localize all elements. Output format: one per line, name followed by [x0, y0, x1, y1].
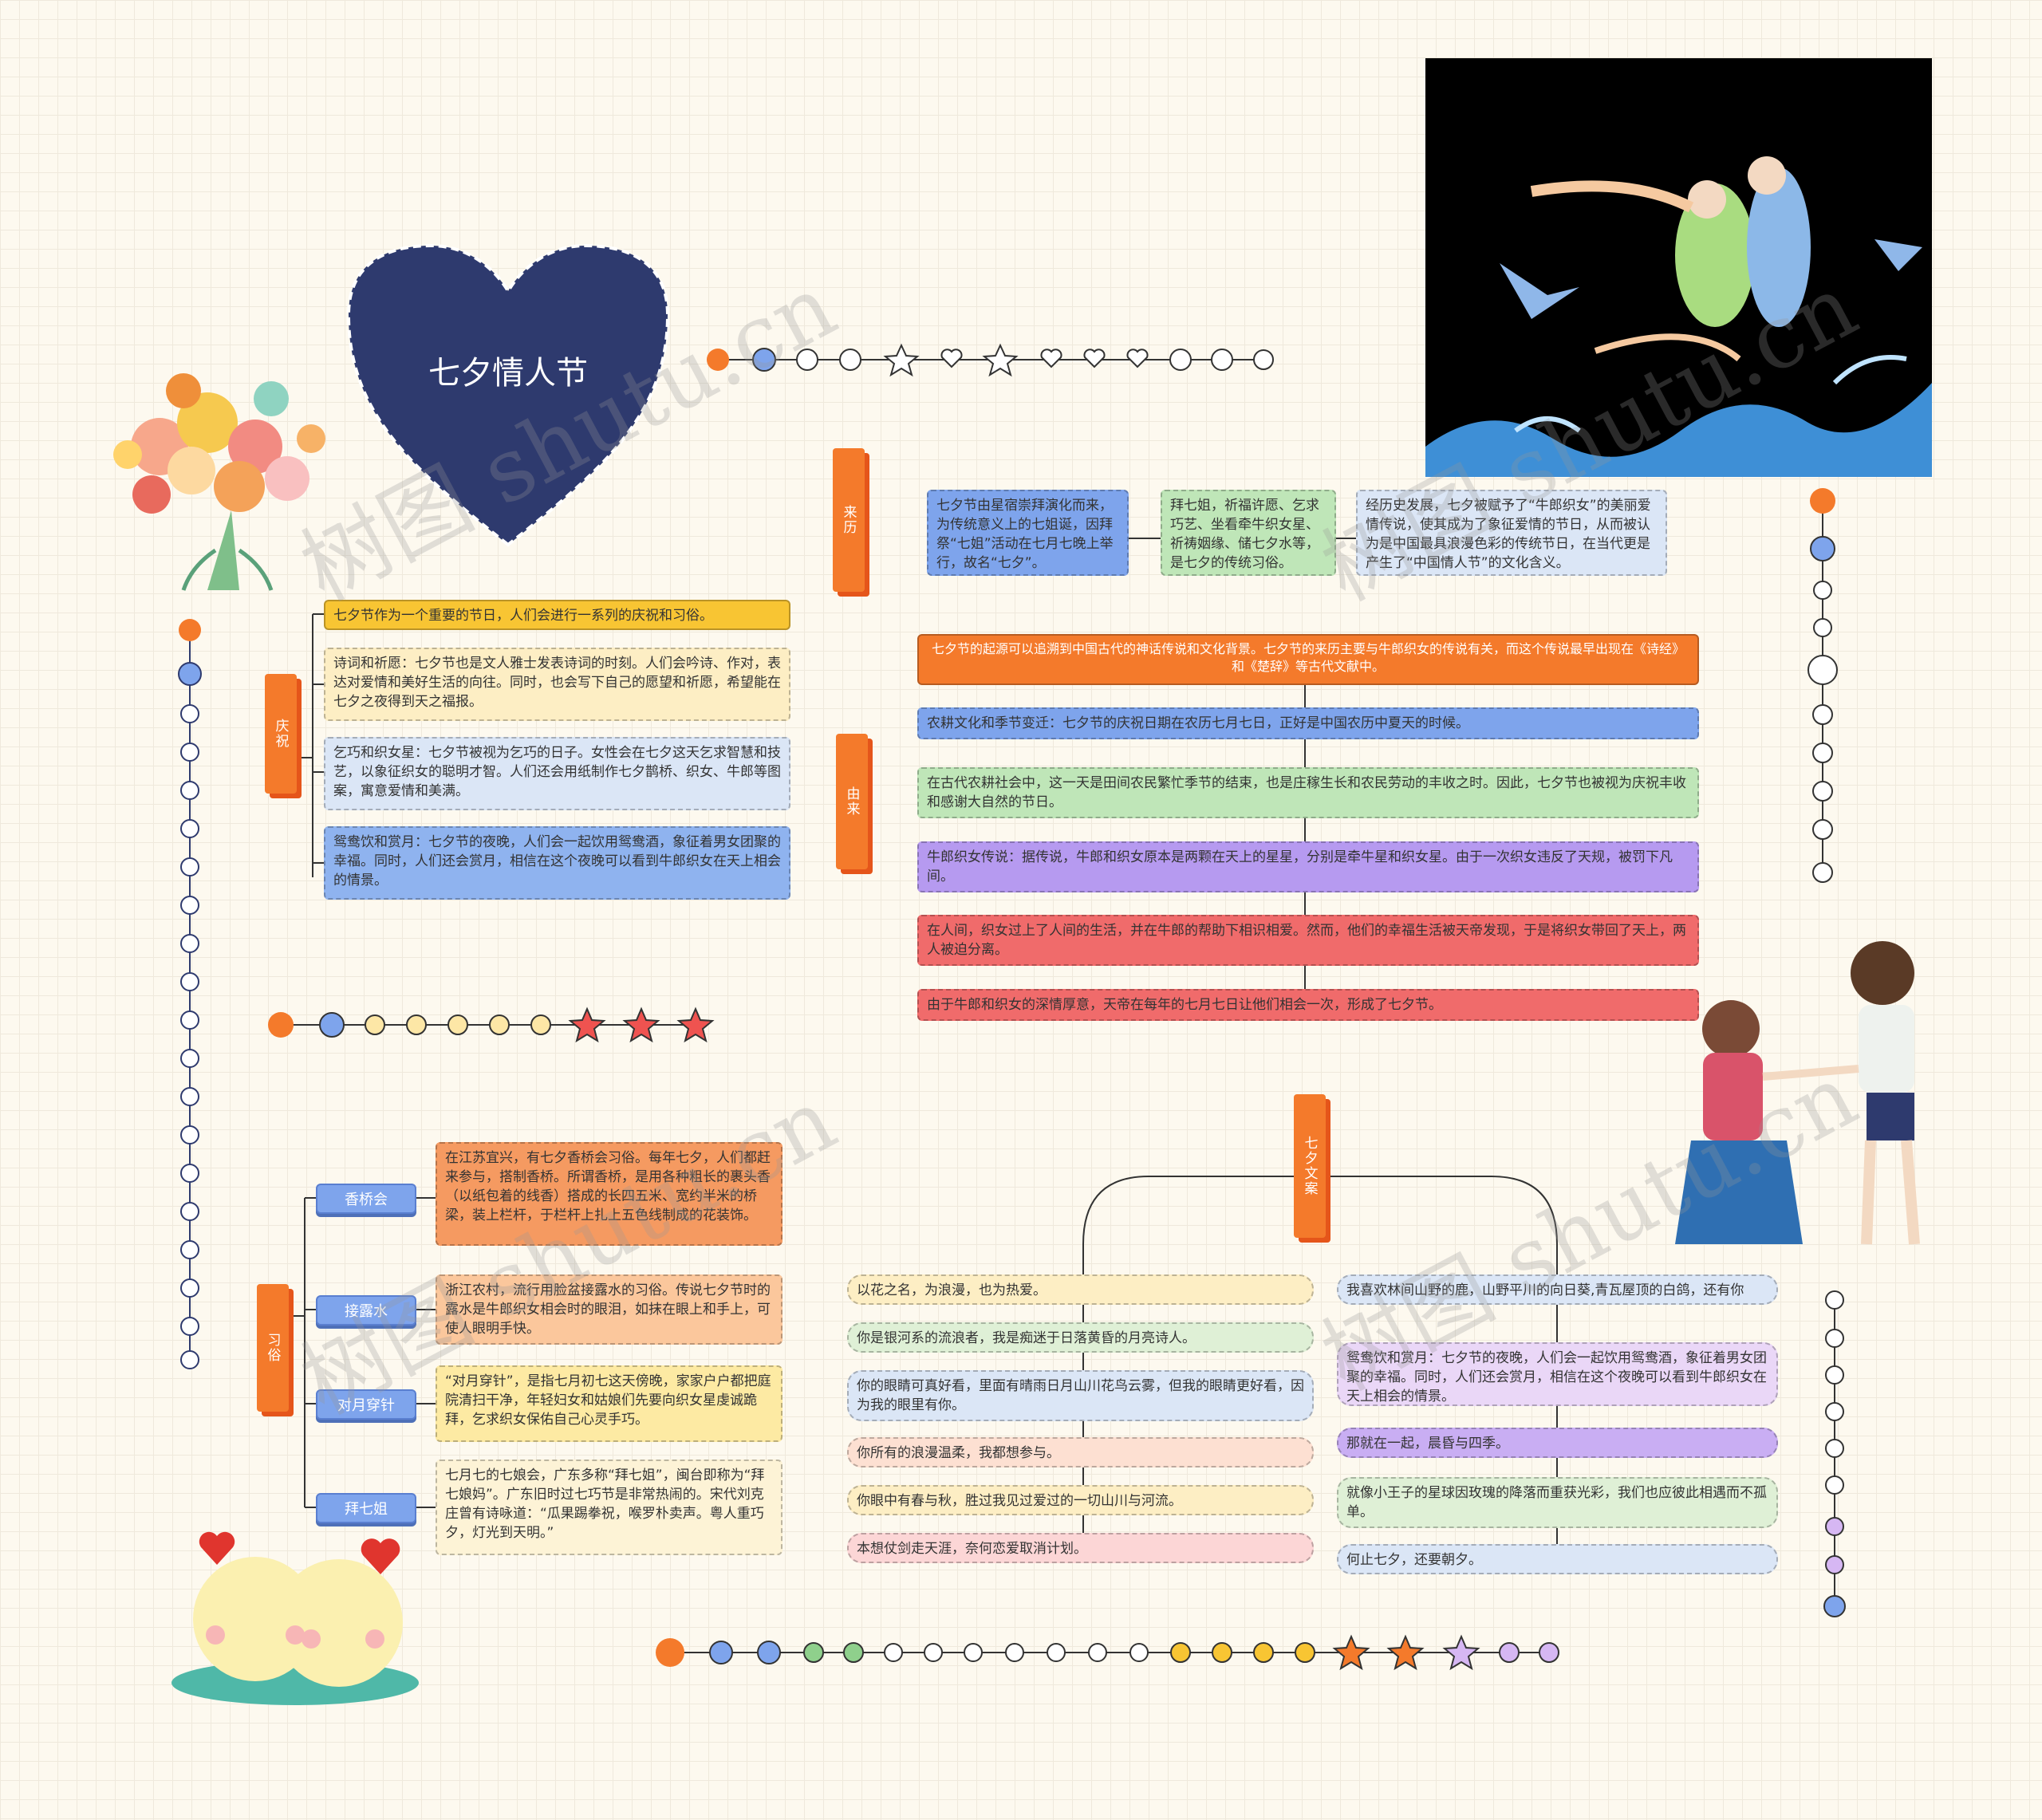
youlai-item-1: 七夕节的起源可以追溯到中国古代的神话传说和文化背景。七夕节的来历主要与牛郎织女的…	[917, 634, 1699, 685]
label-laili: 来历	[833, 448, 865, 592]
label-wenan: 七夕文案	[1294, 1094, 1326, 1238]
wenan-left-5: 你眼中有春与秋，胜过我见过爱过的一切山川与河流。	[847, 1485, 1314, 1515]
chicks-illustration	[171, 1531, 419, 1705]
laili-item-3: 经历史发展，七夕被赋予了“牛郎织女”的美丽爱情传说，使其成为了象征爱情的节日，从…	[1356, 490, 1667, 576]
page-title: 七夕情人节	[428, 355, 588, 392]
heart-shape	[346, 243, 670, 547]
qingzhu-item-2: 诗词和祈愿：七夕节也是文人雅士发表诗词的时刻。人们会吟诗、作对，表达对爱情和美好…	[324, 648, 790, 721]
xisu-name-2: 接露水	[316, 1295, 416, 1326]
wenan-left-2: 你是银河系的流浪者，我是痴迷于日落黄昏的月亮诗人。	[847, 1322, 1314, 1353]
xisu-text-1: 在江苏宜兴，有七夕香桥会习俗。每年七夕，人们都赶来参与，搭制香桥。所谓香桥，是用…	[436, 1142, 783, 1246]
qingzhu-item-1: 七夕节作为一个重要的节日，人们会进行一系列的庆祝和习俗。	[324, 600, 790, 630]
youlai-item-4: 牛郎织女传说：据传说，牛郎和织女原本是两颗在天上的星星，分别是牵牛星和织女星。由…	[917, 841, 1699, 892]
label-qingzhu: 庆祝	[265, 674, 297, 794]
xisu-text-2: 浙江农村，流行用脸盆接露水的习俗。传说七夕节时的露水是牛郎织女相会时的眼泪，如抹…	[436, 1274, 783, 1345]
wenan-right-2: 鸳鸯饮和赏月：七夕节的夜晚，人们会一起饮用鸳鸯酒，象征着男女团聚的幸福。同时，人…	[1337, 1342, 1778, 1406]
xisu-text-3: “对月穿针”，是指七月初七这天傍晚，家家户户都把庭院清扫干净，年轻妇女和姑娘们先…	[436, 1365, 783, 1442]
xisu-name-3: 对月穿针	[316, 1389, 416, 1420]
wenan-right-5: 何止七夕，还要朝夕。	[1337, 1544, 1778, 1574]
xisu-name-4: 拜七姐	[316, 1493, 416, 1523]
wenan-left-3: 你的眼睛可真好看，里面有晴雨日月山川花鸟云雾，但我的眼睛更好看，因为我的眼里有你…	[847, 1370, 1314, 1421]
youlai-item-2: 农耕文化和季节变迁：七夕节的庆祝日期在农历七月七日，正好是中国农历中夏天的时候。	[917, 707, 1699, 739]
qingzhu-item-4: 鸳鸯饮和赏月：七夕节的夜晚，人们会一起饮用鸳鸯酒，象征着男女团聚的幸福。同时，人…	[324, 826, 790, 900]
qixi-couple-illustration	[1425, 58, 1932, 477]
xisu-text-4: 七月七的七娘会，广东多称“拜七姐”，闽台即称为“拜七娘妈”。广东旧时过七巧节是非…	[436, 1460, 783, 1555]
xisu-name-1: 香桥会	[316, 1184, 416, 1214]
couple-illustration	[1675, 941, 1920, 1245]
wenan-left-1: 以花之名，为浪漫，也为热爱。	[847, 1274, 1314, 1305]
youlai-item-5: 在人间，织女过上了人间的生活，并在牛郎的帮助下相识相爱。然而，他们的幸福生活被天…	[917, 915, 1699, 966]
wenan-left-4: 你所有的浪漫温柔，我都想参与。	[847, 1437, 1314, 1467]
laili-item-1: 七夕节由星宿崇拜演化而来，为传统意义上的七姐诞，因拜祭“七姐”活动在七月七晚上举…	[927, 490, 1129, 576]
youlai-item-6: 由于牛郎和织女的深情厚意，天帝在每年的七月七日让他们相会一次，形成了七夕节。	[917, 989, 1699, 1021]
laili-item-2: 拜七姐，祈福许愿、乞求巧艺、坐看牵牛织女星、祈祷姻缘、储七夕水等，是七夕的传统习…	[1161, 490, 1336, 576]
flower-bouquet	[113, 373, 325, 591]
wenan-right-1: 我喜欢林间山野的鹿，山野平川的向日葵,青瓦屋顶的白鸽，还有你	[1337, 1274, 1778, 1305]
youlai-item-3: 在古代农耕社会中，这一天是田间农民繁忙季节的结束，也是庄稼生长和农民劳动的丰收之…	[917, 767, 1699, 818]
wenan-right-3: 那就在一起，晨昏与四季。	[1337, 1428, 1778, 1458]
label-youlai: 由来	[836, 734, 868, 869]
qingzhu-item-3: 乞巧和织女星：七夕节被视为乞巧的日子。女性会在七夕这天乞求智慧和技艺，以象征织女…	[324, 737, 790, 810]
wenan-left-6: 本想仗剑走天涯，奈何恋爱取消计划。	[847, 1533, 1314, 1563]
wenan-right-4: 就像小王子的星球因玫瑰的降落而重获光彩，我们也应彼此相遇而不孤单。	[1337, 1477, 1778, 1528]
label-xisu: 习俗	[257, 1284, 289, 1412]
